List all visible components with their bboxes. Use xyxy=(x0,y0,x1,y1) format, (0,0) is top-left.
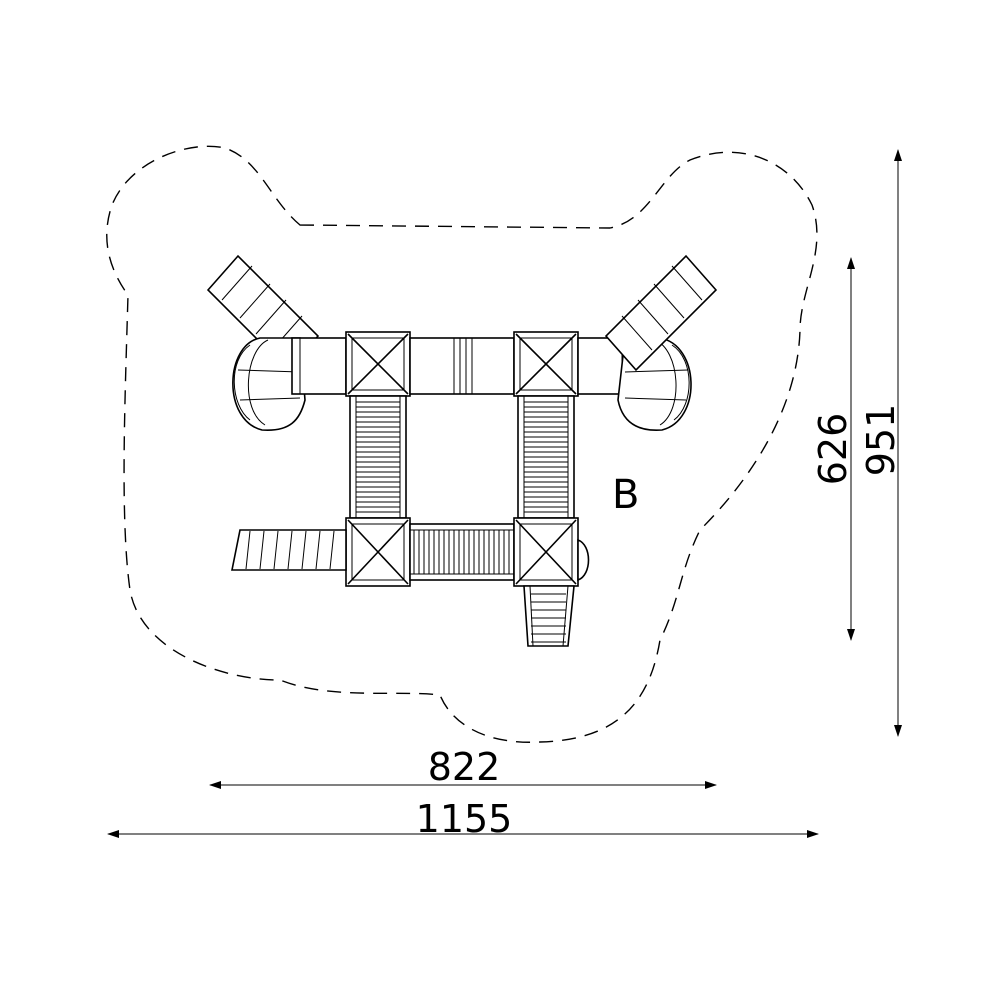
entry-stairs xyxy=(523,585,575,647)
bottom-plank-bridge xyxy=(409,523,515,581)
slide-segment xyxy=(315,530,321,570)
slide-segment xyxy=(301,530,307,570)
safety-zone-outline xyxy=(106,145,818,743)
left-curved-tube xyxy=(232,337,306,431)
dimension-safety-depth-value: 951 xyxy=(859,404,903,477)
tower-top-left xyxy=(345,331,411,397)
dimension-equipment-depth-value: 626 xyxy=(811,413,855,486)
tower-top-right xyxy=(513,331,579,397)
slide-segment xyxy=(273,530,279,570)
equipment-layout xyxy=(206,254,718,647)
tower-bottom-left xyxy=(345,517,411,587)
left-tube-connector xyxy=(291,337,347,395)
top-tunnel-bridge xyxy=(409,337,515,395)
dimension-equipment-width-value: 822 xyxy=(428,745,501,789)
zone-label: B xyxy=(612,472,639,518)
right-vertical-ladder-bridge xyxy=(517,395,575,519)
slide-segment xyxy=(259,530,265,570)
slide-segment xyxy=(329,530,335,570)
dimension-safety-depth: 951 xyxy=(859,149,903,737)
dimension-safety-width: 1155 xyxy=(107,797,819,841)
slide-segment xyxy=(245,530,251,570)
dimension-safety-width-value: 1155 xyxy=(416,797,513,841)
dimension-equipment-width: 822 xyxy=(209,745,717,789)
left-straight-slide xyxy=(231,529,347,571)
tower-bottom-right xyxy=(513,517,590,587)
slide-segment xyxy=(287,530,293,570)
left-vertical-ladder-bridge xyxy=(349,395,407,519)
right-tube-slide-exit xyxy=(604,254,718,372)
dimension-equipment-depth: 626 xyxy=(811,257,855,641)
